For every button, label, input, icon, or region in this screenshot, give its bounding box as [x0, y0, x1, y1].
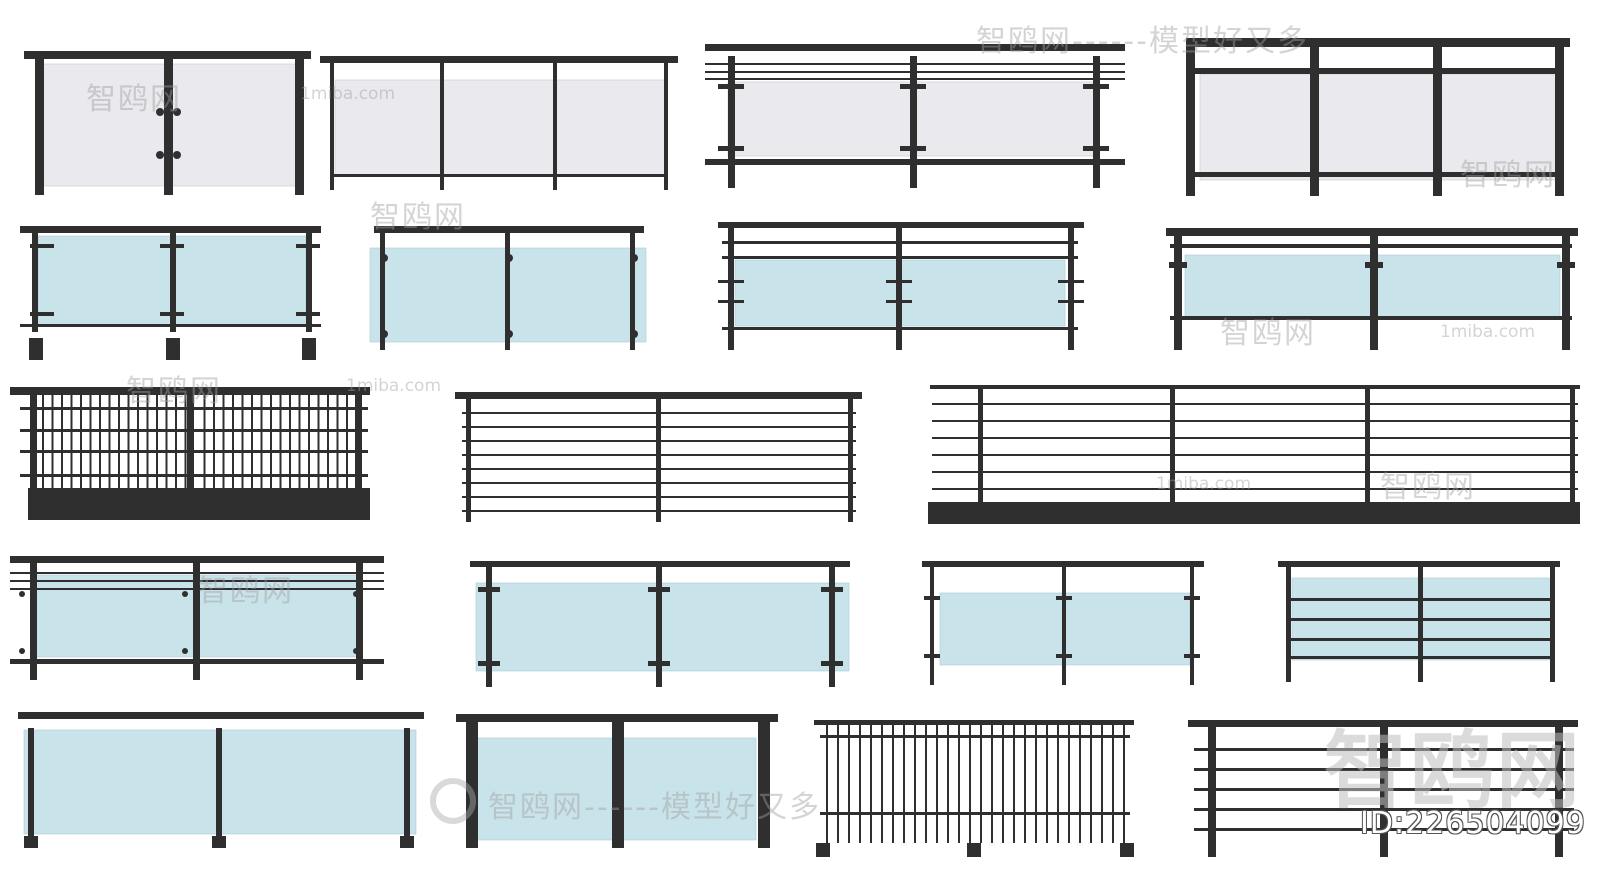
baluster [1068, 725, 1070, 843]
blue-glass-bar-railing-7 [718, 222, 1084, 350]
baluster [1002, 725, 1004, 843]
baluster [308, 395, 310, 489]
blue-glass-bar-railing-15 [1278, 561, 1560, 682]
baluster [870, 725, 872, 843]
baluster [222, 395, 225, 489]
baluster [51, 395, 54, 489]
baluster [355, 395, 358, 489]
horizontal-bar [932, 488, 1578, 490]
horizontal-bar-railing-10 [455, 392, 862, 522]
baluster [298, 395, 301, 489]
baluster [165, 395, 168, 489]
blue-glass-clamp-railing-14 [922, 561, 1204, 685]
baluster [156, 395, 158, 489]
baluster [980, 725, 982, 843]
baluster [1024, 725, 1026, 843]
horizontal-bar [932, 454, 1578, 456]
baluster [1035, 725, 1037, 843]
blue-glass-railing-16 [18, 712, 424, 848]
baluster [336, 395, 339, 489]
baluster [991, 725, 993, 843]
baluster [1123, 725, 1125, 843]
long-horizontal-bar-railing-11 [928, 385, 1580, 524]
horizontal-bar [932, 420, 1578, 422]
baluster-railing-9 [10, 387, 370, 520]
baluster [251, 395, 253, 489]
baluster [70, 395, 73, 489]
frosted-glass-railing-1 [24, 51, 311, 195]
baluster [61, 395, 63, 489]
blue-glass-post-railing-17 [456, 714, 778, 848]
baluster [903, 725, 905, 843]
baluster [137, 395, 139, 489]
baluster [99, 395, 101, 489]
horizontal-bar [932, 403, 1578, 405]
watermark-logo-bottom [430, 778, 476, 824]
baluster [958, 725, 960, 843]
baluster [969, 725, 971, 843]
baluster [1046, 725, 1048, 843]
baluster [279, 395, 282, 489]
baluster [914, 725, 916, 843]
baluster [232, 395, 234, 489]
frosted-glass-frame-railing-4 [1186, 38, 1570, 196]
baluster [346, 395, 348, 489]
horizontal-bar [932, 471, 1578, 473]
horizontal-bar-railing-19 [1188, 720, 1578, 857]
baluster [270, 395, 272, 489]
baluster [327, 395, 329, 489]
baluster [1112, 725, 1114, 843]
baluster [184, 395, 187, 489]
baluster [175, 395, 177, 489]
baluster [146, 395, 149, 489]
baluster [848, 725, 850, 843]
baluster [89, 395, 92, 489]
baluster [80, 395, 82, 489]
baluster [881, 725, 883, 843]
baluster [118, 395, 120, 489]
baluster [260, 395, 263, 489]
baluster [859, 725, 861, 843]
baluster [892, 725, 894, 843]
frosted-glass-railing-2 [320, 56, 678, 190]
baluster [241, 395, 244, 489]
baluster [936, 725, 938, 843]
blue-glass-clamp-railing-13 [470, 561, 850, 687]
baluster-railing-18 [814, 720, 1134, 857]
baluster [108, 395, 111, 489]
blue-glass-frame-railing-8 [1166, 228, 1578, 350]
baluster [947, 725, 949, 843]
baluster [213, 395, 215, 489]
baluster [1090, 725, 1092, 843]
baluster [1101, 725, 1103, 843]
baluster [837, 725, 839, 843]
baluster [826, 725, 828, 843]
baluster [317, 395, 320, 489]
frosted-glass-cable-railing-3 [705, 44, 1125, 188]
blue-glass-railing-5 [20, 226, 321, 360]
baluster [925, 725, 927, 843]
baluster [127, 395, 130, 489]
baluster [289, 395, 291, 489]
baluster [42, 395, 44, 489]
baluster [1013, 725, 1015, 843]
baluster [203, 395, 206, 489]
blue-glass-cable-railing-12 [10, 556, 384, 680]
horizontal-bar [932, 437, 1578, 439]
blue-glass-railing-6 [369, 226, 647, 350]
baluster [1057, 725, 1059, 843]
baluster [1079, 725, 1081, 843]
